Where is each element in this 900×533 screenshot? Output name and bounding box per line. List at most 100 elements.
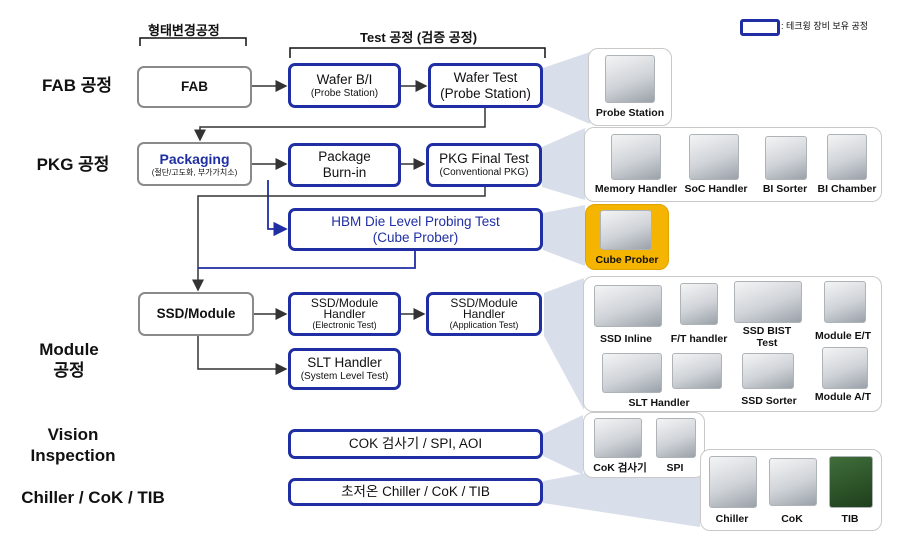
cok-tester-caption: CoK 검사기	[593, 462, 647, 474]
ssd-bist-caption-line2: Test	[756, 337, 778, 349]
probe-station-image	[605, 55, 655, 103]
packaging-sub: (절단/고도화, 부가가치소)	[151, 167, 238, 177]
ssd-at-handler-box: SSD/Module Handler (Application Test)	[426, 292, 542, 336]
row-label-module-line1: Module	[39, 340, 99, 359]
ssd-module-label: SSD/Module	[156, 306, 236, 321]
hbm-probing-box: HBM Die Level Probing Test (Cube Prober)	[288, 208, 543, 251]
probe-station-panel: Probe Station	[588, 48, 672, 126]
slt-handler-image-2	[672, 353, 722, 389]
wedge-module	[544, 278, 584, 410]
chiller-cok-tib-box: 초저온 Chiller / CoK / TIB	[288, 478, 543, 506]
wedge-hbm	[543, 205, 585, 266]
hbm-probing-sub: (Cube Prober)	[372, 229, 459, 245]
module-equipment-panel: SSD Inline F/T handler SSD BIST Test Mod…	[583, 276, 882, 412]
slt-handler-box: SLT Handler (System Level Test)	[288, 348, 401, 390]
ssd-et-line3: (Electronic Test)	[312, 319, 377, 330]
memory-handler-image	[611, 134, 661, 180]
cok-spi-aoi-label: COK 검사기 / SPI, AOI	[348, 436, 483, 451]
slt-handler-sub: (System Level Test)	[300, 371, 389, 382]
slt-handler-caption: SLT Handler	[628, 397, 690, 409]
package-burnin-title: Package	[318, 149, 371, 164]
row-label-module-line2: 공정	[53, 361, 85, 380]
bi-chamber-caption: BI Chamber	[817, 183, 877, 195]
slt-handler-image	[602, 353, 662, 393]
shape-change-bracket	[139, 37, 247, 46]
chiller-equipment-panel: Chiller CoK TIB	[700, 449, 882, 531]
fab-box-label: FAB	[181, 79, 208, 94]
cok-spi-aoi-box: COK 검사기 / SPI, AOI	[288, 429, 543, 459]
wedge-pkg	[542, 128, 585, 200]
ssd-module-box: SSD/Module	[138, 292, 254, 336]
chiller-cok-tib-label: 초저온 Chiller / CoK / TIB	[341, 484, 490, 499]
wedge-cok	[543, 415, 583, 475]
bi-sorter-image	[765, 136, 807, 180]
cube-prober-image	[600, 210, 652, 250]
chiller-caption: Chiller	[715, 513, 749, 525]
wafer-bi-box: Wafer B/I (Probe Station)	[288, 63, 401, 108]
probe-station-caption: Probe Station	[595, 107, 665, 119]
ssd-inline-image	[594, 285, 662, 327]
packaging-title: Packaging	[159, 150, 230, 167]
cok-image	[769, 458, 817, 506]
ssd-bist-image	[734, 281, 802, 323]
test-process-header: Test 공정 (검증 공정)	[360, 30, 478, 45]
wafer-bi-title: Wafer B/I	[316, 71, 373, 87]
vision-equipment-panel: CoK 검사기 SPI	[583, 412, 705, 478]
memory-handler-caption: Memory Handler	[594, 183, 678, 195]
ssd-et-handler-box: SSD/Module Handler (Electronic Test)	[288, 292, 401, 336]
ft-handler-image	[680, 283, 718, 325]
ssd-sorter-image	[742, 353, 794, 389]
ssd-at-line1: SSD/Module	[450, 295, 518, 310]
bi-sorter-caption: BI Sorter	[762, 183, 808, 195]
module-et-image	[824, 281, 866, 323]
row-label-vision-line2: Inspection	[30, 446, 116, 465]
chiller-image	[709, 456, 757, 508]
ssd-at-line3: (Application Test)	[449, 319, 519, 330]
wafer-test-title: Wafer Test	[453, 69, 518, 85]
row-label-chiller: Chiller / CoK / TIB	[21, 488, 165, 507]
wafer-test-sub: (Probe Station)	[440, 85, 531, 101]
fab-box: FAB	[137, 66, 252, 108]
shape-change-header: 형태변경공정	[148, 23, 220, 38]
pkg-final-test-sub: (Conventional PKG)	[439, 167, 529, 178]
wafer-bi-sub: (Probe Station)	[310, 87, 379, 99]
tib-image	[829, 456, 873, 508]
packaging-box: Packaging (절단/고도화, 부가가치소)	[137, 142, 252, 186]
module-at-image	[822, 347, 868, 389]
legend-text: : 테크윙 장비 보유 공정	[781, 21, 869, 31]
legend-swatch	[740, 19, 780, 36]
soc-handler-caption: SoC Handler	[684, 183, 748, 195]
row-label-vision-line1: Vision	[47, 425, 99, 444]
cok-tester-image	[594, 418, 642, 458]
slt-handler-title: SLT Handler	[307, 355, 382, 370]
wedge-wafer	[543, 52, 590, 124]
cok-caption: CoK	[781, 513, 803, 525]
cube-prober-caption: Cube Prober	[595, 254, 659, 266]
test-process-bracket	[289, 47, 546, 58]
pkg-final-test-box: PKG Final Test (Conventional PKG)	[426, 143, 542, 187]
hbm-probing-title: HBM Die Level Probing Test	[331, 213, 500, 229]
spi-caption: SPI	[666, 462, 684, 474]
tib-caption: TIB	[841, 513, 859, 525]
row-label-fab: FAB 공정	[41, 76, 112, 95]
bi-chamber-image	[827, 134, 867, 180]
row-label-pkg: PKG 공정	[36, 155, 110, 174]
ssd-et-line1: SSD/Module	[310, 295, 379, 310]
pkg-equipment-panel: Memory Handler SoC Handler BI Sorter BI …	[584, 127, 882, 202]
ssd-bist-caption: SSD BIST Test	[734, 325, 800, 349]
cube-prober-panel: Cube Prober	[585, 204, 669, 270]
ssd-sorter-caption: SSD Sorter	[741, 395, 797, 407]
spi-image	[656, 418, 696, 458]
soc-handler-image	[689, 134, 739, 180]
ft-handler-caption: F/T handler	[670, 333, 728, 345]
module-et-caption: Module E/T	[815, 330, 871, 342]
ssd-at-line2: Handler	[462, 306, 506, 321]
ssd-inline-caption: SSD Inline	[600, 333, 652, 345]
module-at-caption: Module A/T	[814, 391, 872, 403]
wafer-test-box: Wafer Test (Probe Station)	[428, 63, 543, 108]
package-burnin-box: Package Burn-in	[288, 143, 401, 187]
row-label-vision: Vision Inspection	[18, 424, 128, 466]
ssd-bist-caption-line1: SSD BIST	[742, 325, 792, 337]
pkg-final-test-title: PKG Final Test	[439, 151, 529, 166]
